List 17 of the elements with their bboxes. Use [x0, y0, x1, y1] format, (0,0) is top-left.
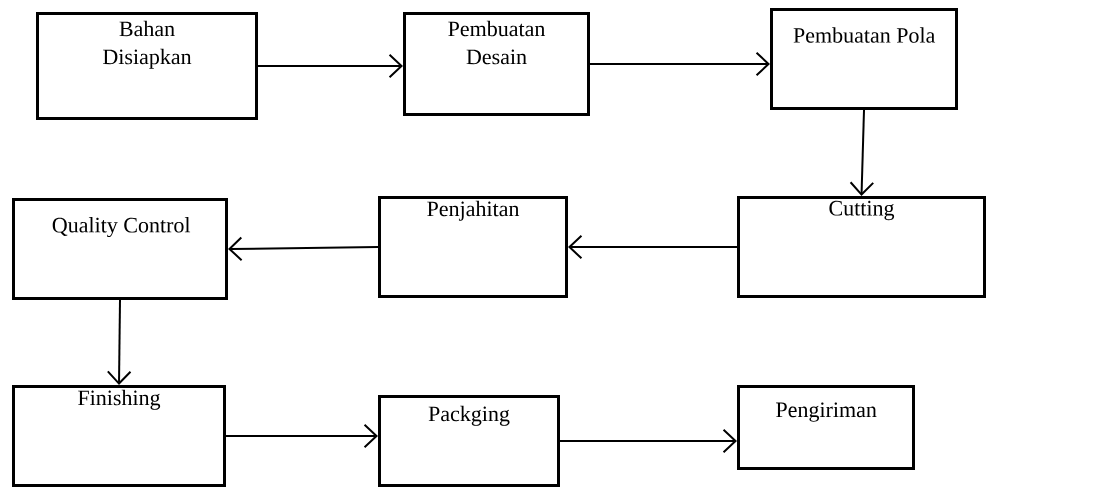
- process-box: Finishing: [12, 385, 226, 487]
- arrow: [568, 234, 738, 260]
- arrow: [228, 236, 379, 262]
- arrow: [106, 299, 132, 385]
- process-box: Packging: [378, 395, 560, 487]
- process-box: Quality Control: [12, 198, 228, 300]
- arrow: [257, 53, 403, 79]
- process-box: Pengiriman: [737, 385, 915, 470]
- arrow: [559, 428, 737, 454]
- process-box: Cutting: [737, 196, 986, 298]
- process-box: Pembuatan Desain: [403, 12, 590, 116]
- process-box: Pembuatan Pola: [770, 8, 958, 110]
- process-box: Penjahitan: [378, 196, 568, 298]
- process-box: Bahan Disiapkan: [36, 12, 258, 120]
- arrow: [225, 423, 378, 449]
- arrow: [589, 51, 770, 77]
- arrow: [849, 109, 875, 196]
